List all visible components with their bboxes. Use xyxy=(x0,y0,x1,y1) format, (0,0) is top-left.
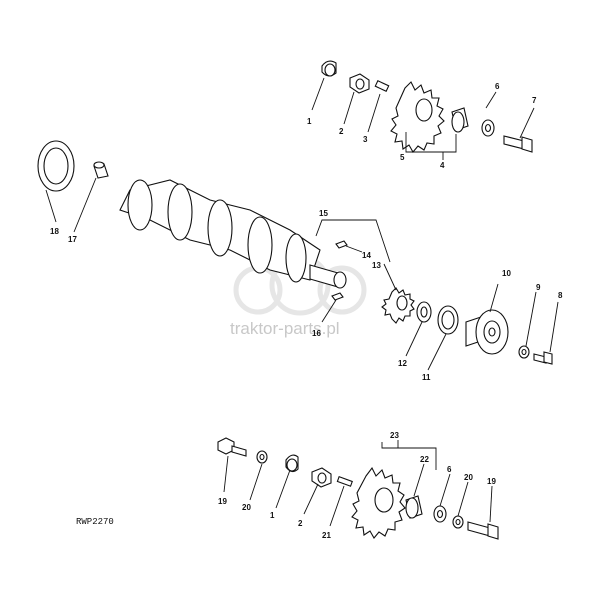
callout-1-bottom: 1 xyxy=(270,511,275,520)
callout-11: 11 xyxy=(422,373,431,382)
part-13-gear xyxy=(381,287,415,324)
callout-6: 6 xyxy=(495,82,500,91)
callout-18: 18 xyxy=(50,227,59,236)
part-3-top xyxy=(374,80,390,92)
part-19-bolt-right xyxy=(467,521,499,540)
callout-labels: 1 2 3 4 5 6 7 8 9 10 11 12 13 14 15 16 1… xyxy=(50,82,563,540)
callout-16: 16 xyxy=(312,329,321,338)
crankshaft xyxy=(119,179,347,289)
part-18-seal xyxy=(37,140,75,192)
callout-19-right: 19 xyxy=(487,477,496,486)
part-21-pin xyxy=(336,476,353,487)
callout-17: 17 xyxy=(68,235,77,244)
part-19-bolt-left xyxy=(217,437,247,457)
watermark-text: traktor-parts.pl xyxy=(230,319,340,338)
part-5-gear-top xyxy=(390,81,445,153)
part-10-pulley xyxy=(465,309,509,355)
part-7-bolt-top xyxy=(503,135,533,153)
callout-22: 22 xyxy=(420,455,429,464)
part-9-washer xyxy=(518,345,530,359)
callout-20-bottom: 20 xyxy=(464,473,473,482)
part-8-bolt xyxy=(533,351,553,365)
callout-19-left: 19 xyxy=(218,497,227,506)
callout-8: 8 xyxy=(558,291,563,300)
diagram-code: RWP2270 xyxy=(76,517,114,527)
callout-2: 2 xyxy=(339,127,344,136)
part-11-ring xyxy=(437,305,459,335)
part-6-washer-top xyxy=(481,119,495,137)
part-16-key xyxy=(331,292,344,301)
callout-10: 10 xyxy=(502,269,511,278)
part-6-washer-bottom xyxy=(433,505,447,523)
callout-1: 1 xyxy=(307,117,312,126)
part-4-sleeve-top xyxy=(451,107,469,133)
leader-lines xyxy=(45,77,559,527)
callout-13: 13 xyxy=(372,261,381,270)
part-14-key xyxy=(335,240,348,249)
part-2-top xyxy=(349,73,370,94)
callout-3: 3 xyxy=(363,135,368,144)
part-17-dowel xyxy=(93,161,109,179)
callout-6-bottom: 6 xyxy=(447,465,452,474)
callout-7: 7 xyxy=(532,96,537,105)
callout-12: 12 xyxy=(398,359,407,368)
part-20-washer-left xyxy=(256,450,268,464)
callout-20-left: 20 xyxy=(242,503,251,512)
callout-15: 15 xyxy=(319,209,328,218)
callout-21: 21 xyxy=(322,531,331,540)
part-22-sleeve xyxy=(405,495,423,519)
part-12-washer xyxy=(416,301,432,323)
part-2-bottom xyxy=(311,467,332,488)
part-23-gear xyxy=(351,466,406,539)
callout-5: 5 xyxy=(400,153,405,162)
part-20-washer-bottom xyxy=(452,515,464,529)
callout-23: 23 xyxy=(390,431,399,440)
part-1-top xyxy=(321,60,337,77)
callout-9: 9 xyxy=(536,283,541,292)
callout-4: 4 xyxy=(440,161,445,170)
part-1-bottom xyxy=(285,454,299,473)
callout-2-bottom: 2 xyxy=(298,519,303,528)
callout-14: 14 xyxy=(362,251,371,260)
